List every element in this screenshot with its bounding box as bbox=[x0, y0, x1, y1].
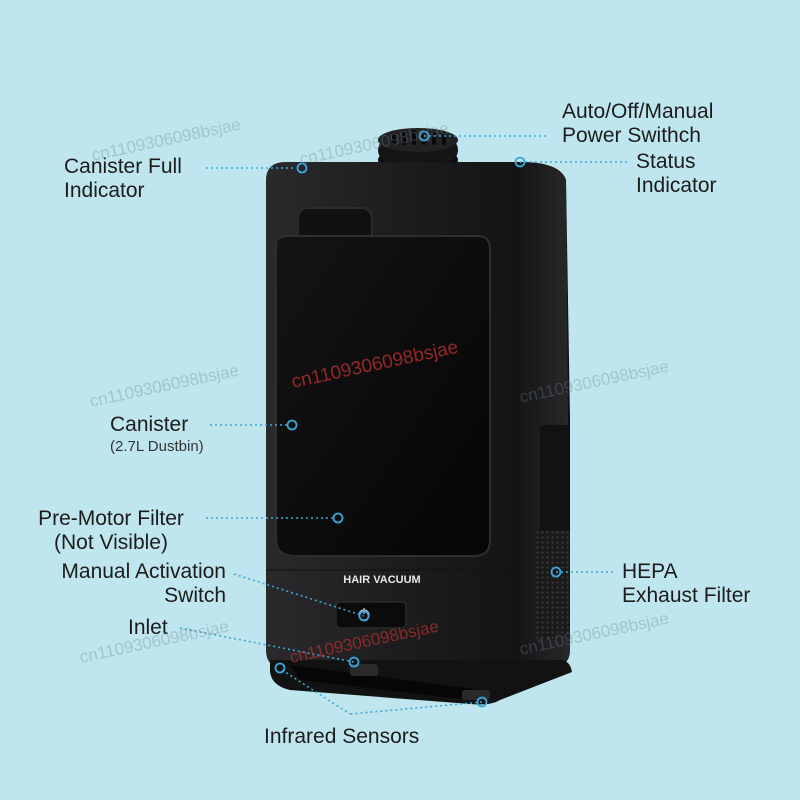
callout-dots bbox=[274, 130, 562, 708]
label-hepa: HEPA Exhaust Filter bbox=[622, 560, 750, 608]
label-canister-full: Canister Full Indicator bbox=[64, 155, 182, 203]
label-inlet: Inlet bbox=[128, 616, 168, 640]
canister-shape bbox=[275, 235, 491, 557]
label-status: Status Indicator bbox=[636, 150, 717, 198]
label-canister: Canister (2.7L Dustbin) bbox=[110, 413, 204, 457]
label-manual-activation-line1: Manual Activation bbox=[61, 560, 226, 583]
vacuum-body bbox=[266, 162, 572, 705]
label-power-switch-line2: Power Swithch bbox=[562, 124, 701, 147]
label-power-switch-line1: Auto/Off/Manual bbox=[562, 100, 714, 123]
label-status-line2: Indicator bbox=[636, 174, 717, 197]
label-pre-motor: Pre-Motor Filter (Not Visible) bbox=[26, 507, 196, 555]
label-canister-full-line1: Canister Full bbox=[64, 155, 182, 178]
label-inlet-text: Inlet bbox=[128, 616, 168, 639]
label-canister-text: Canister bbox=[110, 413, 189, 436]
label-canister-full-line2: Indicator bbox=[64, 179, 145, 202]
label-power-switch: Auto/Off/Manual Power Swithch bbox=[562, 100, 713, 148]
label-infrared: Infrared Sensors bbox=[264, 725, 419, 749]
manual-switch-panel bbox=[335, 601, 407, 629]
label-pre-motor-line1: Pre-Motor Filter bbox=[38, 507, 184, 530]
label-infrared-text: Infrared Sensors bbox=[264, 725, 420, 748]
label-hepa-line1: HEPA bbox=[622, 560, 678, 583]
label-status-line1: Status bbox=[636, 150, 696, 173]
label-manual-activation-line2: Switch bbox=[164, 584, 226, 607]
label-hepa-line2: Exhaust Filter bbox=[622, 584, 751, 607]
hepa-grill bbox=[536, 530, 570, 640]
brand-text: HAIR VACUUM bbox=[343, 574, 420, 586]
label-manual-activation: Manual Activation Switch bbox=[34, 560, 226, 608]
label-canister-sub: (2.7L Dustbin) bbox=[110, 438, 204, 455]
leader-lines bbox=[179, 135, 628, 715]
label-pre-motor-line2: (Not Visible) bbox=[54, 531, 168, 554]
